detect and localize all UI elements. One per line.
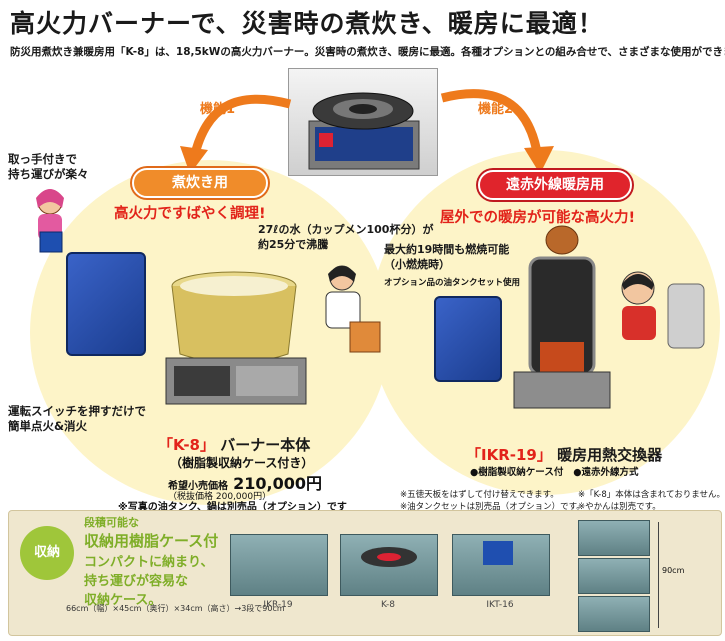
cooking-badge: 煮炊き用 bbox=[132, 168, 268, 198]
burn-time-note: 最大約19時間も燃焼可能 （小燃焼時） bbox=[384, 243, 510, 271]
oil-tank-right bbox=[434, 296, 502, 382]
tank-in-case-icon bbox=[483, 541, 513, 565]
storage-tag: 収納 bbox=[20, 526, 74, 580]
ikr19-features: ●樹脂製収納ケース付 ●遠赤外線方式 bbox=[470, 467, 639, 478]
footnote-2: ※油タンクセットは別売品（オプション）です。 bbox=[400, 502, 585, 512]
page-title: 高火力バーナーで、災害時の煮炊き、暖房に最適！ bbox=[10, 9, 604, 38]
heating-catchphrase: 屋外での暖房が可能な高火力! bbox=[440, 210, 636, 226]
woman-carrying-illustration bbox=[36, 189, 64, 253]
heating-badge: 遠赤外線暖房用 bbox=[478, 170, 632, 200]
storage-dimensions: 66cm（幅）×45cm（奥行）×34cm（高さ）→3段で90cm bbox=[66, 604, 285, 613]
arrow-right-icon bbox=[440, 89, 554, 174]
handle-note: 取っ手付きで 持ち運びが楽々 bbox=[8, 152, 89, 181]
k8-product-sub: （樹脂製収納ケース付き） bbox=[170, 456, 314, 470]
woman-cooking-illustration bbox=[325, 265, 381, 353]
oil-tank-left bbox=[66, 252, 146, 356]
price-note: （税抜価格 200,000円） bbox=[168, 492, 272, 502]
photo-note: ※写真の油タンク、鍋は別売品（オプション）です bbox=[118, 502, 347, 513]
page-subtitle: 防災用煮炊き兼暖房用「K-8」は、18,5kWの高火力バーナー。災害時の煮炊き、… bbox=[10, 46, 725, 58]
case-caption-ikr19: IKR-19 bbox=[263, 600, 293, 610]
price-label: 希望小売価格 bbox=[168, 481, 228, 492]
footnote-1: ※五徳天板をはずして付け替えできます。 bbox=[400, 490, 559, 500]
case-caption-k8: K-8 bbox=[381, 600, 395, 610]
price-row: 希望小売価格 210,000円 bbox=[168, 470, 322, 494]
switch-note: 運転スイッチを押すだけで 簡単点火&消火 bbox=[8, 404, 146, 433]
case-photo-k8 bbox=[340, 534, 438, 596]
pot-on-burner-illustration bbox=[165, 271, 307, 405]
price-value: 210,000円 bbox=[233, 474, 322, 493]
stack-height-label: 90cm bbox=[662, 566, 685, 575]
storage-copy: 段積可能な 収納用樹脂ケース付 コンパクトに納まり、 持ち運びが容易な 収納ケー… bbox=[84, 516, 219, 608]
arrow-left-icon bbox=[180, 94, 292, 174]
k8-product-name: 「K-8」 バーナー本体 bbox=[158, 436, 311, 454]
case-photo-ikr19 bbox=[230, 534, 328, 596]
stacked-cases bbox=[578, 520, 650, 632]
case-photo-ikt16 bbox=[452, 534, 550, 596]
footnote-4: ※やかんは別売です。 bbox=[578, 502, 661, 512]
burner-in-case-icon bbox=[361, 547, 417, 567]
water-boil-note: 27ℓの水（カップメン100杯分）が 約25分で沸騰 bbox=[258, 223, 434, 251]
ikr19-product-name: 「IKR-19」 暖房用熱交換器 bbox=[466, 446, 663, 464]
cooking-catchphrase: 高火力ですばやく調理! bbox=[114, 206, 266, 222]
burn-option-note: オプション品の油タンクセット使用 bbox=[384, 278, 521, 288]
man-warming-illustration bbox=[621, 271, 705, 349]
case-caption-ikt16: IKT-16 bbox=[486, 600, 514, 610]
stack-height-line bbox=[658, 522, 659, 628]
burner-photo bbox=[288, 68, 438, 176]
heat-exchanger-illustration bbox=[513, 225, 611, 409]
footnote-3: ※「K-8」本体は含まれておりません。 bbox=[578, 490, 725, 500]
burner-illustration bbox=[308, 92, 420, 170]
function-1-label: 機能1 bbox=[200, 102, 236, 117]
function-2-label: 機能2 bbox=[478, 102, 514, 117]
